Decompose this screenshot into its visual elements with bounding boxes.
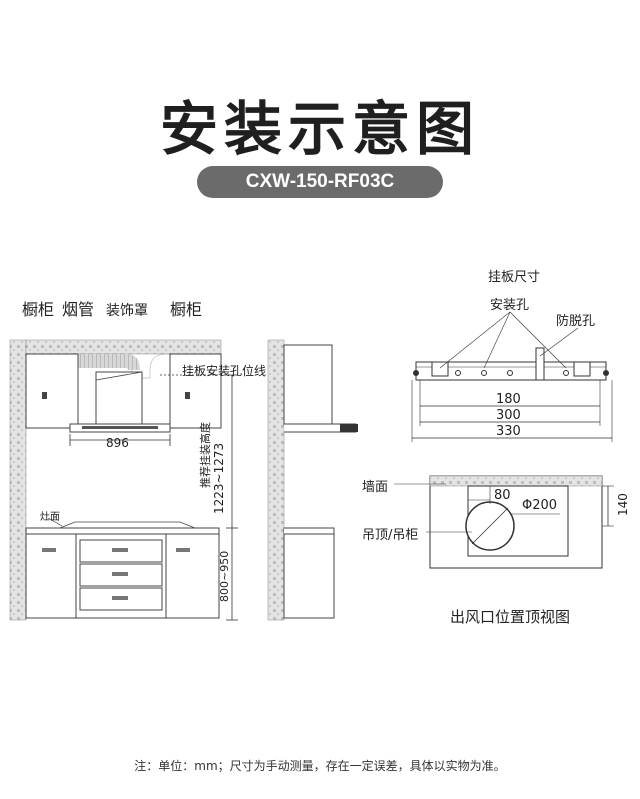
label-cabinet-right: 橱柜 bbox=[170, 300, 203, 319]
label-pipe: 烟管 bbox=[62, 300, 95, 319]
dim-300: 300 bbox=[496, 408, 521, 423]
footnote: 注：单位：mm；尺寸为手动测量，存在一定误差，具体以实物为准。 bbox=[134, 759, 506, 773]
bracket-title: 挂板尺寸 bbox=[488, 270, 541, 285]
dim-140: 140 bbox=[616, 493, 630, 516]
ceiling-strip bbox=[25, 339, 222, 355]
side-upper-cabinet bbox=[283, 344, 333, 426]
left-wall bbox=[9, 339, 27, 621]
hood-cover bbox=[95, 371, 143, 425]
dim-80: 80 bbox=[494, 488, 511, 503]
label-width-896: 896 bbox=[106, 436, 129, 450]
model-badge: CXW-150-RF03C bbox=[197, 166, 443, 198]
label-stove: 灶面 bbox=[40, 512, 60, 523]
label-height-range: 1223~1273 bbox=[212, 442, 226, 514]
label-height-recommend: 推荐挂装高度 bbox=[199, 422, 212, 488]
dim-180: 180 bbox=[496, 392, 521, 407]
upper-cabinet-left bbox=[25, 353, 79, 429]
label-ceiling: 吊顶/吊柜 bbox=[362, 528, 419, 543]
dim-diameter: Φ200 bbox=[522, 498, 558, 513]
side-lower-cabinet bbox=[283, 527, 335, 619]
label-cabinet-left: 橱柜 bbox=[22, 300, 55, 319]
bracket-drawing bbox=[411, 311, 613, 442]
side-wall bbox=[267, 339, 285, 621]
label-mount-hole: 安装孔 bbox=[490, 298, 530, 313]
label-counter-range: 800~950 bbox=[218, 550, 231, 602]
upper-cabinet-right bbox=[169, 353, 222, 429]
front-view bbox=[9, 339, 240, 621]
label-wall: 墙面 bbox=[362, 480, 389, 495]
label-anti-drop-hole: 防脱孔 bbox=[556, 314, 596, 329]
label-mount-line: 挂板安装孔位线 bbox=[182, 364, 267, 378]
dim-330: 330 bbox=[496, 424, 521, 439]
page-title: 安装示意图 bbox=[159, 95, 480, 163]
top-view-caption: 出风口位置顶视图 bbox=[450, 608, 571, 626]
side-view bbox=[267, 339, 358, 621]
label-cover: 装饰罩 bbox=[106, 303, 148, 319]
top-view bbox=[394, 475, 614, 569]
top-wall bbox=[429, 475, 603, 487]
stove-top bbox=[25, 527, 220, 535]
